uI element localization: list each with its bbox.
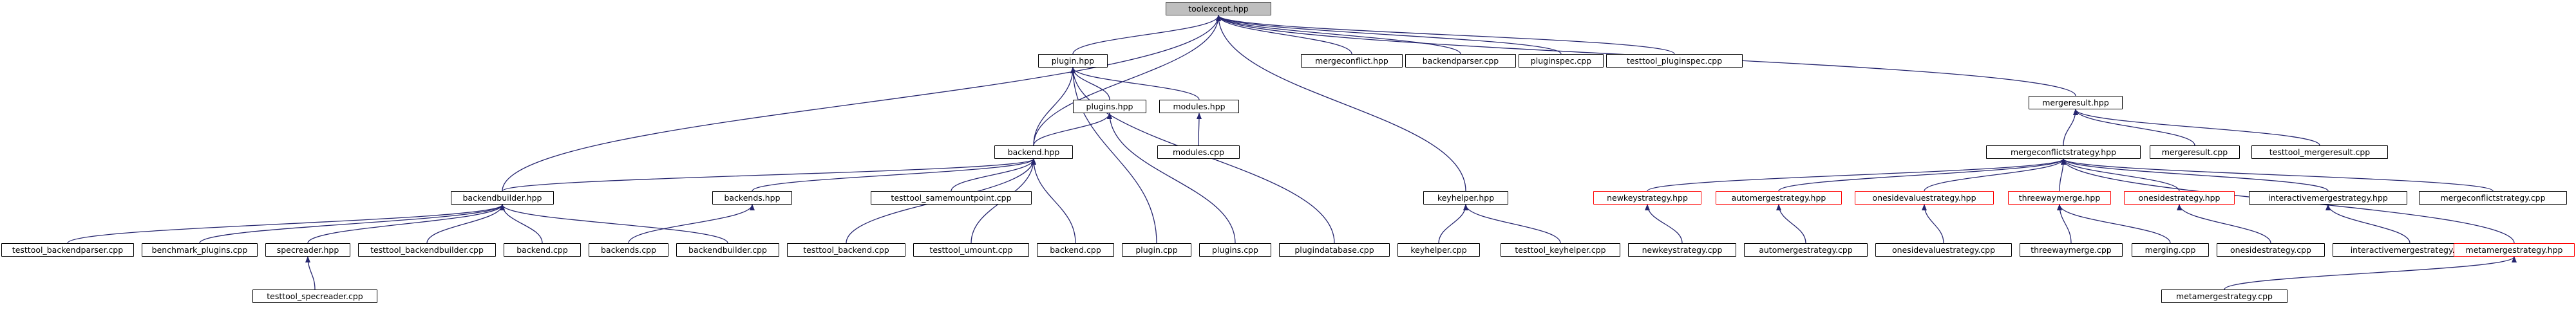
- graph-node-modules-cpp[interactable]: modules.cpp: [1157, 145, 1240, 159]
- edge-interactivemergestrategy-cpp-to-interactivemergestrategy-hpp: [2325, 204, 2410, 244]
- edge-backendbuilder-hpp-to-backend-hpp: [502, 158, 1036, 192]
- graph-node-testtool-keyhelper-cpp[interactable]: testtool_keyhelper.cpp: [1501, 243, 1620, 257]
- edge-mergeconflict-hpp-to-toolexcept-hpp: [1216, 15, 1352, 55]
- graph-node-toolexcept-hpp[interactable]: toolexcept.hpp: [1166, 2, 1271, 15]
- graph-node-interactivemergestrategy-hpp[interactable]: interactivemergestrategy.hpp: [2249, 191, 2407, 205]
- graph-node-keyhelper-cpp[interactable]: keyhelper.cpp: [1397, 243, 1480, 257]
- graph-node-backend-hpp[interactable]: backend.hpp: [994, 145, 1073, 159]
- edge-modules-cpp-to-modules-hpp: [1196, 113, 1202, 146]
- graph-node-testtool-pluginspec-cpp[interactable]: testtool_pluginspec.cpp: [1606, 54, 1743, 68]
- edge-testtool-pluginspec-cpp-to-toolexcept-hpp: [1216, 15, 1675, 55]
- graph-node-backends-hpp[interactable]: backends.hpp: [712, 191, 792, 205]
- edge-newkeystrategy-hpp-to-mergeconflictstrategy-hpp: [1647, 158, 2066, 192]
- edge-backendbuilder-hpp-to-toolexcept-hpp: [502, 15, 1221, 192]
- edge-backend-cpp-mid-to-backend-hpp: [1031, 158, 1076, 244]
- graph-node-onesidevaluestrategy-hpp[interactable]: onesidevaluestrategy.hpp: [1855, 191, 1994, 205]
- edge-plugin-hpp-to-toolexcept-hpp: [1072, 15, 1221, 55]
- edge-mergeresult-cpp-to-mergeresult-hpp: [2073, 109, 2195, 146]
- edge-backend-hpp-to-plugins-hpp: [1033, 113, 1112, 146]
- edge-mergeconflictstrategy-hpp-to-mergeresult-hpp: [2063, 109, 2078, 146]
- edge-backends-hpp-to-backend-hpp: [752, 158, 1036, 192]
- edge-plugins-cpp-to-plugins-hpp: [1107, 113, 1236, 244]
- graph-node-threewaymerge-hpp[interactable]: threewaymerge.hpp: [2008, 191, 2111, 205]
- edge-threewaymerge-hpp-to-mergeconflictstrategy-hpp: [2059, 158, 2066, 192]
- graph-node-backendbuilder-cpp[interactable]: backendbuilder.cpp: [676, 243, 779, 257]
- graph-node-interactivemergestrategy-cpp[interactable]: interactivemergestrategy.cpp: [2333, 243, 2487, 257]
- graph-node-mergeconflictstrategy-hpp[interactable]: mergeconflictstrategy.hpp: [1986, 145, 2141, 159]
- graph-node-backendparser-cpp[interactable]: backendparser.cpp: [1405, 54, 1516, 68]
- edge-automergestrategy-cpp-to-automergestrategy-hpp: [1776, 204, 1806, 244]
- graph-node-testtool-mergeresult-cpp[interactable]: testtool_mergeresult.cpp: [2251, 145, 2388, 159]
- graph-node-backend-cpp-left[interactable]: backend.cpp: [504, 243, 581, 257]
- edge-specreader-hpp-to-backendbuilder-hpp: [307, 204, 505, 244]
- graph-node-mergeresult-cpp[interactable]: mergeresult.cpp: [2150, 145, 2240, 159]
- graph-node-mergeconflict-hpp[interactable]: mergeconflict.hpp: [1301, 54, 1403, 68]
- edge-automergestrategy-hpp-to-mergeconflictstrategy-hpp: [1778, 158, 2066, 192]
- edge-backend-hpp-to-plugin-hpp: [1033, 67, 1075, 146]
- graph-node-testtool-backendparser-cpp[interactable]: testtool_backendparser.cpp: [1, 243, 134, 257]
- graph-node-plugin-hpp[interactable]: plugin.hpp: [1038, 54, 1108, 68]
- graph-node-mergeresult-hpp[interactable]: mergeresult.hpp: [2029, 96, 2123, 109]
- edge-testtool-backendparser-cpp-to-backendbuilder-hpp: [67, 204, 505, 244]
- edge-backendbuilder-cpp-to-backendbuilder-hpp: [500, 204, 728, 244]
- graph-node-merging-cpp[interactable]: merging.cpp: [2132, 243, 2209, 257]
- edge-backendparser-cpp-to-toolexcept-hpp: [1216, 15, 1461, 55]
- edge-onesidevaluestrategy-hpp-to-mergeconflictstrategy-hpp: [1924, 158, 2066, 192]
- graph-node-onesidestrategy-hpp[interactable]: onesidestrategy.hpp: [2124, 191, 2235, 205]
- edge-plugin-cpp-to-plugin-hpp: [1070, 67, 1157, 244]
- edge-backends-cpp-to-backends-hpp: [628, 204, 755, 244]
- graph-node-plugindatabase-cpp[interactable]: plugindatabase.cpp: [1279, 243, 1390, 257]
- graph-node-newkeystrategy-cpp[interactable]: newkeystrategy.cpp: [1628, 243, 1736, 257]
- edge-testtool-keyhelper-cpp-to-keyhelper-hpp: [1463, 204, 1561, 244]
- edge-pluginspec-cpp-to-toolexcept-hpp: [1216, 15, 1562, 55]
- edge-testtool-specreader-cpp-to-specreader-hpp: [305, 256, 316, 290]
- graph-node-threewaymerge-cpp[interactable]: threewaymerge.cpp: [2020, 243, 2123, 257]
- edge-onesidestrategy-hpp-to-mergeconflictstrategy-hpp: [2061, 158, 2180, 192]
- edge-backend-cpp-left-to-backendbuilder-hpp: [500, 204, 543, 244]
- graph-node-backend-cpp-mid[interactable]: backend.cpp: [1037, 243, 1114, 257]
- graph-node-modules-hpp[interactable]: modules.hpp: [1159, 100, 1239, 113]
- edge-modules-hpp-to-plugin-hpp: [1070, 67, 1200, 100]
- graph-node-plugins-hpp[interactable]: plugins.hpp: [1073, 100, 1146, 113]
- edge-merging-cpp-to-threewaymerge-hpp: [2057, 204, 2171, 244]
- graph-node-plugin-cpp[interactable]: plugin.cpp: [1122, 243, 1191, 257]
- edge-keyhelper-cpp-to-keyhelper-hpp: [1438, 204, 1468, 244]
- edge-interactivemergestrategy-hpp-to-mergeconflictstrategy-hpp: [2061, 158, 2329, 192]
- graph-node-automergestrategy-hpp[interactable]: automergestrategy.hpp: [1716, 191, 1842, 205]
- edge-threewaymerge-cpp-to-threewaymerge-hpp: [2057, 204, 2072, 244]
- graph-node-pluginspec-cpp[interactable]: pluginspec.cpp: [1519, 54, 1604, 68]
- edge-testtool-samemountpoint-cpp-to-backend-hpp: [951, 158, 1036, 192]
- graph-node-backendbuilder-hpp[interactable]: backendbuilder.hpp: [451, 191, 554, 205]
- edge-keyhelper-hpp-to-toolexcept-hpp: [1216, 15, 1466, 192]
- graph-node-testtool-backendbuilder-cpp[interactable]: testtool_backendbuilder.cpp: [358, 243, 496, 257]
- edge-testtool-backendbuilder-cpp-to-backendbuilder-hpp: [426, 204, 505, 244]
- graph-node-plugins-cpp[interactable]: plugins.cpp: [1199, 243, 1271, 257]
- graph-node-mergeconflictstrategy-cpp[interactable]: mergeconflictstrategy.cpp: [2419, 191, 2567, 205]
- graph-node-testtool-specreader-cpp[interactable]: testtool_specreader.cpp: [252, 289, 377, 303]
- graph-node-metamergestrategy-hpp[interactable]: metamergestrategy.hpp: [2454, 243, 2575, 257]
- graph-node-specreader-hpp[interactable]: specreader.hpp: [265, 243, 350, 257]
- graph-node-benchmark-plugins-cpp[interactable]: benchmark_plugins.cpp: [142, 243, 258, 257]
- graph-node-onesidestrategy-cpp[interactable]: onesidestrategy.cpp: [2217, 243, 2325, 257]
- graph-node-backends-cpp[interactable]: backends.cpp: [589, 243, 668, 257]
- graph-node-metamergestrategy-cpp[interactable]: metamergestrategy.cpp: [2161, 289, 2287, 303]
- edge-mergeconflictstrategy-cpp-to-mergeconflictstrategy-hpp: [2061, 158, 2494, 192]
- edge-backend-hpp-to-toolexcept-hpp: [1033, 15, 1221, 146]
- edge-metamergestrategy-cpp-to-metamergestrategy-hpp: [2224, 256, 2517, 290]
- edge-onesidevaluestrategy-cpp-to-onesidevaluestrategy-hpp: [1922, 204, 1944, 244]
- graph-node-automergestrategy-cpp[interactable]: automergestrategy.cpp: [1744, 243, 1868, 257]
- graph-node-keyhelper-hpp[interactable]: keyhelper.hpp: [1423, 191, 1508, 205]
- edge-onesidestrategy-cpp-to-onesidestrategy-hpp: [2177, 204, 2271, 244]
- graph-node-onesidevaluestrategy-cpp[interactable]: onesidevaluestrategy.cpp: [1875, 243, 2012, 257]
- edge-benchmark-plugins-cpp-to-backendbuilder-hpp: [199, 204, 505, 244]
- edge-newkeystrategy-cpp-to-newkeystrategy-hpp: [1645, 204, 1683, 244]
- graph-node-testtool-backend-cpp[interactable]: testtool_backend.cpp: [787, 243, 905, 257]
- graph-node-testtool-samemountpoint-cpp[interactable]: testtool_samemountpoint.cpp: [871, 191, 1032, 205]
- graph-node-testtool-umount-cpp[interactable]: testtool_umount.cpp: [913, 243, 1029, 257]
- graph-node-newkeystrategy-hpp[interactable]: newkeystrategy.hpp: [1593, 191, 1701, 205]
- edge-testtool-mergeresult-cpp-to-mergeresult-hpp: [2073, 109, 2320, 146]
